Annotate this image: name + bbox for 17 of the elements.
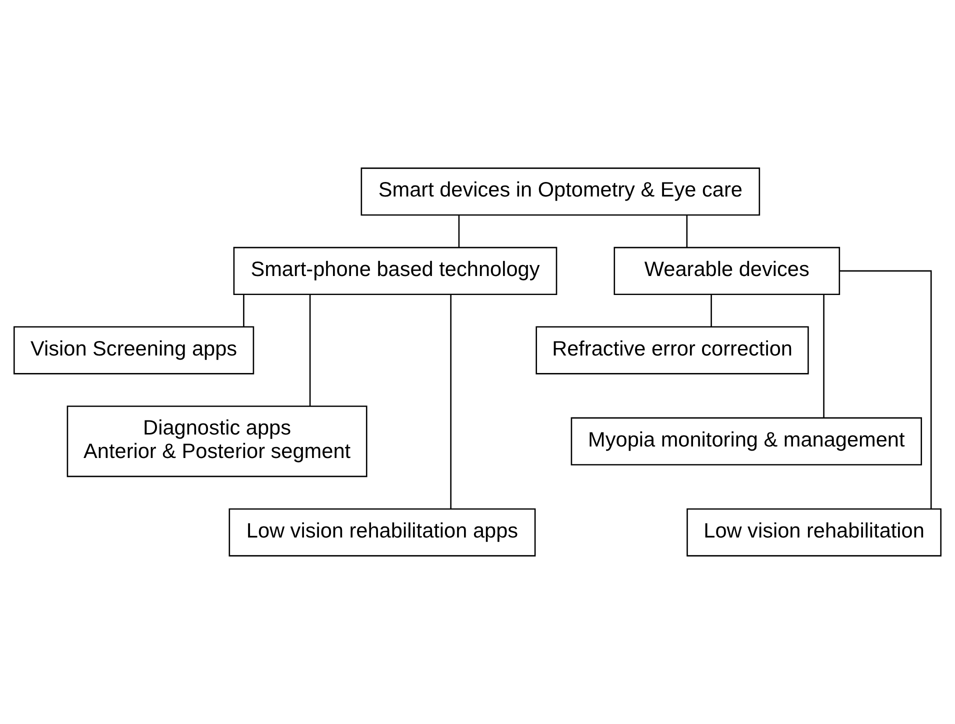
node-box: Diagnostic apps Anterior & Posterior segment bbox=[66, 406, 368, 478]
connector bbox=[243, 294, 244, 326]
node-box: Refractive error correction bbox=[536, 326, 809, 374]
node-box: Vision Screening apps bbox=[14, 326, 254, 374]
node-box: Wearable devices bbox=[614, 246, 840, 296]
connector bbox=[710, 294, 712, 326]
connector bbox=[309, 294, 311, 406]
node-box: Smart-phone based technology bbox=[233, 246, 558, 296]
connector bbox=[686, 215, 688, 248]
node-box: Smart devices in Optometry & Eye care bbox=[360, 168, 760, 216]
connector bbox=[450, 294, 452, 509]
node-box: Myopia monitoring & management bbox=[570, 417, 922, 466]
connector bbox=[840, 270, 932, 509]
node-box: Low vision rehabilitation bbox=[686, 508, 942, 556]
node-box: Low vision rehabilitation apps bbox=[228, 508, 536, 556]
connector bbox=[458, 215, 460, 248]
connector bbox=[823, 294, 824, 418]
